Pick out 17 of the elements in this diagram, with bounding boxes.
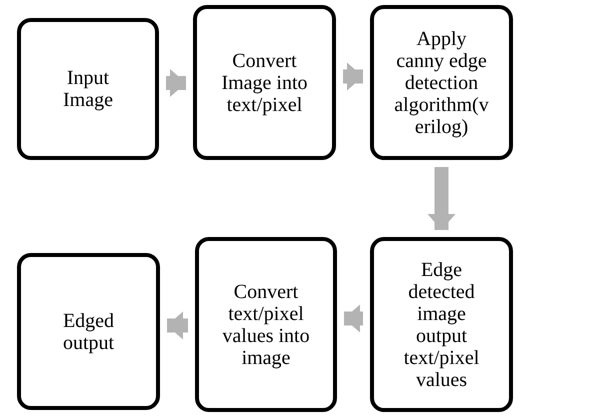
arrow (344, 304, 363, 332)
arrow (166, 69, 186, 97)
box-label: Edge detected image output text/pixel values (402, 258, 480, 390)
box-label: Convert text/pixel values into image (221, 280, 311, 368)
box-label: Apply canny edge detection algorithm(verilog) (393, 28, 490, 138)
process-box (193, 5, 336, 160)
box-label: Input Image (62, 67, 114, 111)
arrow (343, 62, 363, 90)
box-label: Edged output (62, 310, 116, 354)
arrow (428, 167, 456, 230)
process-box (17, 18, 159, 160)
box-label: Convert Image into text/pixel (220, 50, 309, 116)
process-box (370, 237, 513, 412)
process-box (17, 253, 160, 410)
process-box (370, 5, 513, 160)
process-box (195, 237, 337, 412)
arrow (167, 312, 188, 340)
